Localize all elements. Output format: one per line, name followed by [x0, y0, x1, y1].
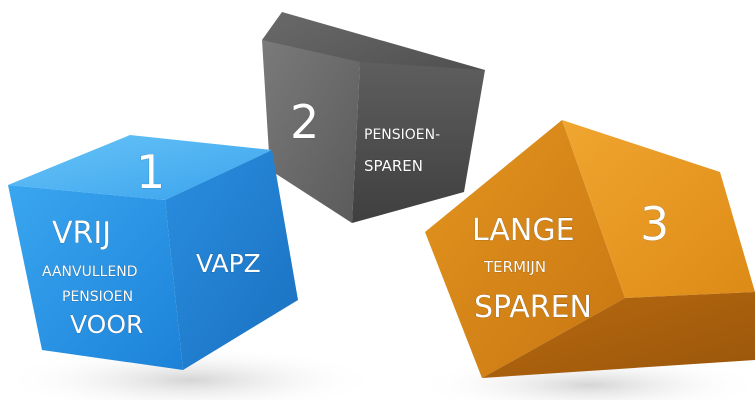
gray-cube: 2 PENSIOEN- SPAREN [262, 12, 485, 223]
blue-cube-label-line2: AANVULLEND [42, 264, 138, 280]
gray-cube-label-line1: PENSIOEN- [364, 127, 440, 143]
orange-cube-label-line2: TERMIJN [483, 258, 546, 276]
orange-cube-label-line1: LANGE [472, 213, 575, 248]
orange-cube-front-face [425, 120, 625, 378]
orange-cube-number: 3 [640, 197, 669, 251]
blue-cube-number: 1 [136, 145, 165, 199]
blue-cube-top [8, 135, 272, 200]
floor-shadow-left [0, 346, 380, 400]
gray-cube-label-line2: SPAREN [364, 157, 423, 175]
blue-cube-front-face [8, 185, 183, 370]
blue-cube: 1 VRIJ AANVULLEND PENSIOEN VOOR VAPZ [8, 135, 298, 370]
gray-cube-right-face [352, 62, 485, 223]
blue-cube-side-label: VAPZ [196, 249, 261, 278]
blue-cube-label-line3: PENSIOEN [62, 289, 133, 305]
orange-cube: 3 LANGE TERMIJN SPAREN [425, 120, 755, 378]
orange-cube-bottom-face [482, 292, 755, 378]
orange-cube-label-line3: SPAREN [474, 290, 592, 325]
orange-cube-side-face [562, 120, 755, 298]
blue-cube-label-line1: VRIJ [52, 216, 111, 251]
gray-cube-number: 2 [290, 95, 319, 149]
gray-cube-left-face [262, 40, 360, 223]
blue-cube-side-face [165, 150, 298, 370]
blue-cube-label-line4: VOOR [70, 310, 143, 339]
